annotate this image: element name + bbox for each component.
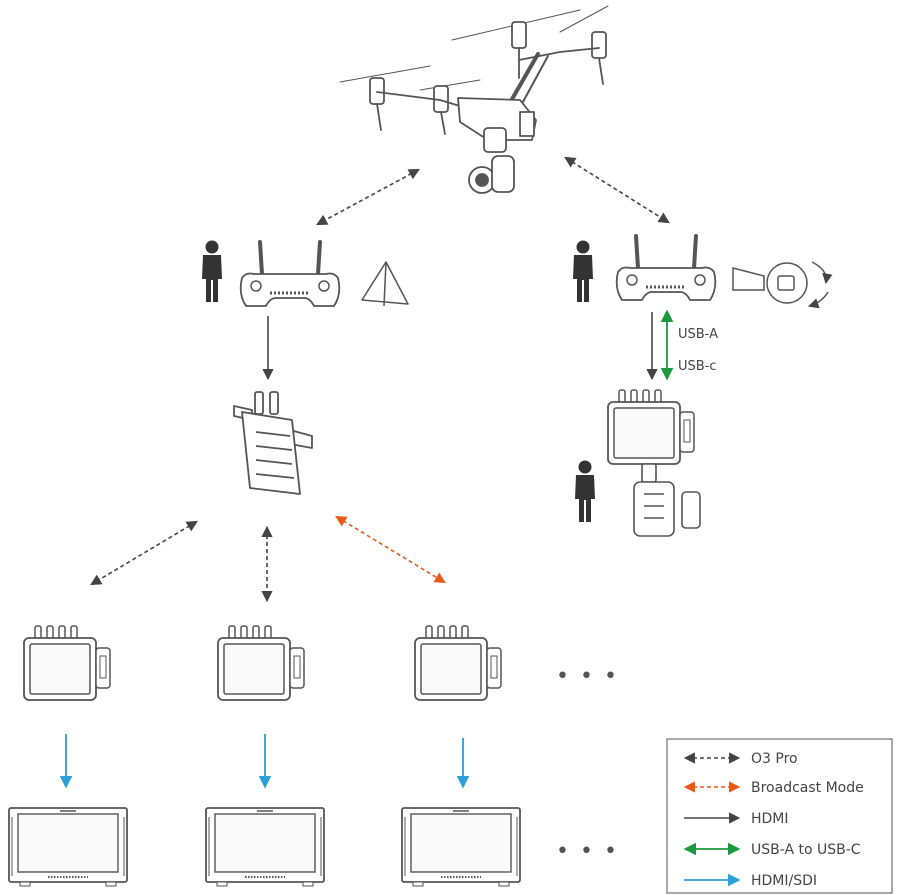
person-icon (202, 240, 222, 302)
ellipsis-screens: • • • (556, 839, 619, 864)
display-screen-icon (8, 807, 128, 887)
legend-label: USB-A to USB-C (751, 842, 861, 858)
display-screen-icon (401, 807, 521, 887)
display-screen-icon (205, 807, 325, 887)
usb-c-label: USB-c (678, 359, 717, 374)
remote-controller-icon (238, 240, 342, 308)
legend: O3 Pro Broadcast Mode HDMI USB-A to USB-… (666, 738, 893, 894)
monitor-icon (414, 625, 502, 701)
person-icon (573, 240, 593, 302)
legend-label: HDMI (751, 811, 789, 827)
o3pro-link (564, 156, 670, 224)
ellipsis-monitors: • • • (556, 664, 619, 689)
broadcast-link (335, 515, 446, 584)
usb-a-label: USB-A (678, 327, 718, 342)
o3pro-link (316, 168, 420, 226)
person-icon (575, 460, 595, 522)
monitor-icon (217, 625, 305, 701)
legend-label: HDMI/SDI (751, 873, 817, 889)
legend-item-broadcast: Broadcast Mode (683, 780, 864, 796)
monitor-icon (607, 389, 695, 465)
legend-item-hdmi: HDMI (684, 811, 789, 827)
legend-label: O3 Pro (751, 751, 798, 767)
remote-controller-icon (614, 234, 718, 302)
gimbal-rotate-icon (732, 261, 833, 309)
drone-icon (339, 5, 609, 194)
antenna-icon (361, 261, 409, 307)
monitor-icon (23, 625, 111, 701)
transmitter-icon (233, 391, 313, 495)
o3pro-link (90, 520, 198, 586)
monitor-handle-icon (633, 463, 701, 537)
legend-item-o3pro: O3 Pro (683, 751, 798, 767)
legend-item-sdi: HDMI/SDI (684, 873, 817, 889)
legend-label: Broadcast Mode (751, 780, 864, 796)
legend-item-usb: USB-A to USB-C (683, 842, 861, 858)
